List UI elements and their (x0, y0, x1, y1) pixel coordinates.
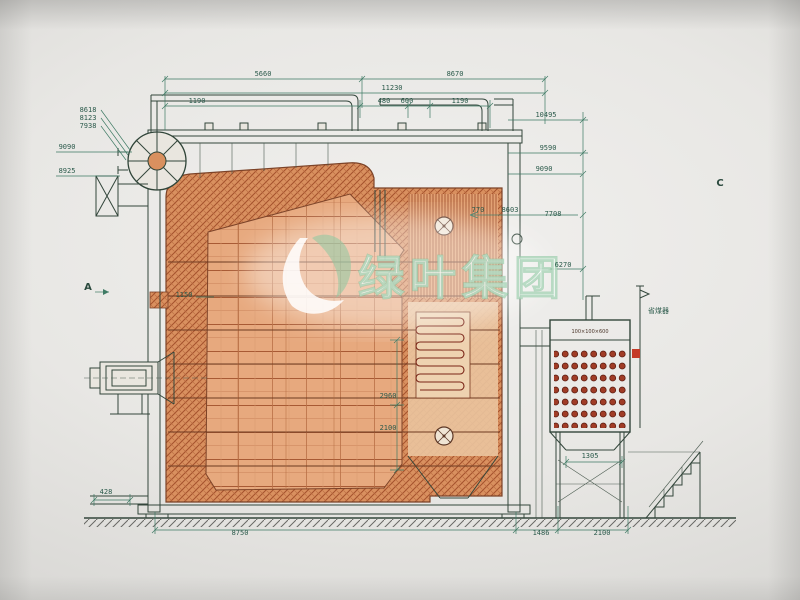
dimension-lines (56, 75, 632, 534)
manhole-lower (434, 426, 454, 446)
dimension-label: 9090 (536, 165, 553, 173)
dimension-label: 7938 (80, 122, 97, 130)
dimension-label: 8750 (232, 529, 249, 537)
dimension-label: 7708 (545, 210, 562, 218)
dimension-labels: 5660 8670 11230 1190 480 600 1190 10495 9590 9090… (59, 70, 611, 537)
dimension-label: 2960 (380, 392, 397, 400)
dimension-label: 1305 (582, 452, 599, 460)
dimension-label: 8925 (59, 167, 76, 175)
red-stamp-mark (632, 349, 640, 358)
dimension-label: 2100 (380, 424, 397, 432)
tube-bundle (554, 346, 626, 428)
burner (84, 351, 210, 415)
dimension-label: 1190 (452, 97, 469, 105)
left-column (147, 142, 161, 513)
dimension-label: 480 (378, 97, 391, 105)
dimension-label: 1190 (189, 97, 206, 105)
dimension-label: 8618 (80, 106, 97, 114)
tube-spec-label: 100×100×600 (571, 329, 608, 335)
watermark: 绿叶集团 (245, 214, 566, 330)
dimension-label: 1150 (176, 291, 193, 299)
right-column (507, 142, 521, 513)
ground (84, 495, 736, 527)
steam-drum (95, 131, 187, 217)
dimension-label: 428 (100, 488, 113, 496)
dimension-label: 9090 (59, 143, 76, 151)
dimension-label: 1486 (533, 529, 550, 537)
hanger-rods (199, 143, 329, 178)
base-frame (137, 504, 531, 515)
dimension-label: 600 (401, 97, 414, 105)
economizer-label: 省煤器 (648, 306, 669, 315)
air-preheater-unit: 100×100×600 省煤器 (520, 285, 669, 518)
dimension-label: 10495 (535, 111, 556, 119)
dimension-label: 6270 (555, 261, 572, 269)
view-label-c: C (716, 178, 723, 189)
watermark-text: 绿叶集团 (358, 251, 566, 305)
dimension-label: 2100 (594, 529, 611, 537)
left-wall-tab (149, 291, 169, 309)
leaf-y-logo (282, 234, 351, 314)
dimension-label: 9590 (540, 144, 557, 152)
dimension-label: 770 (472, 206, 485, 214)
unit-support-stand (555, 432, 625, 518)
dimension-label: 11230 (381, 84, 402, 92)
dimension-label: 8670 (447, 70, 464, 78)
dimension-label: 5660 (255, 70, 272, 78)
top-piping (150, 94, 514, 132)
dimension-label: 8603 (502, 206, 519, 214)
dimension-label: 8123 (80, 114, 97, 122)
boiler-body (149, 162, 523, 503)
rear-pass-hopper (407, 455, 499, 499)
serpentine-coil (415, 317, 465, 391)
view-label-a: A (84, 282, 92, 293)
access-stairs (628, 440, 706, 519)
